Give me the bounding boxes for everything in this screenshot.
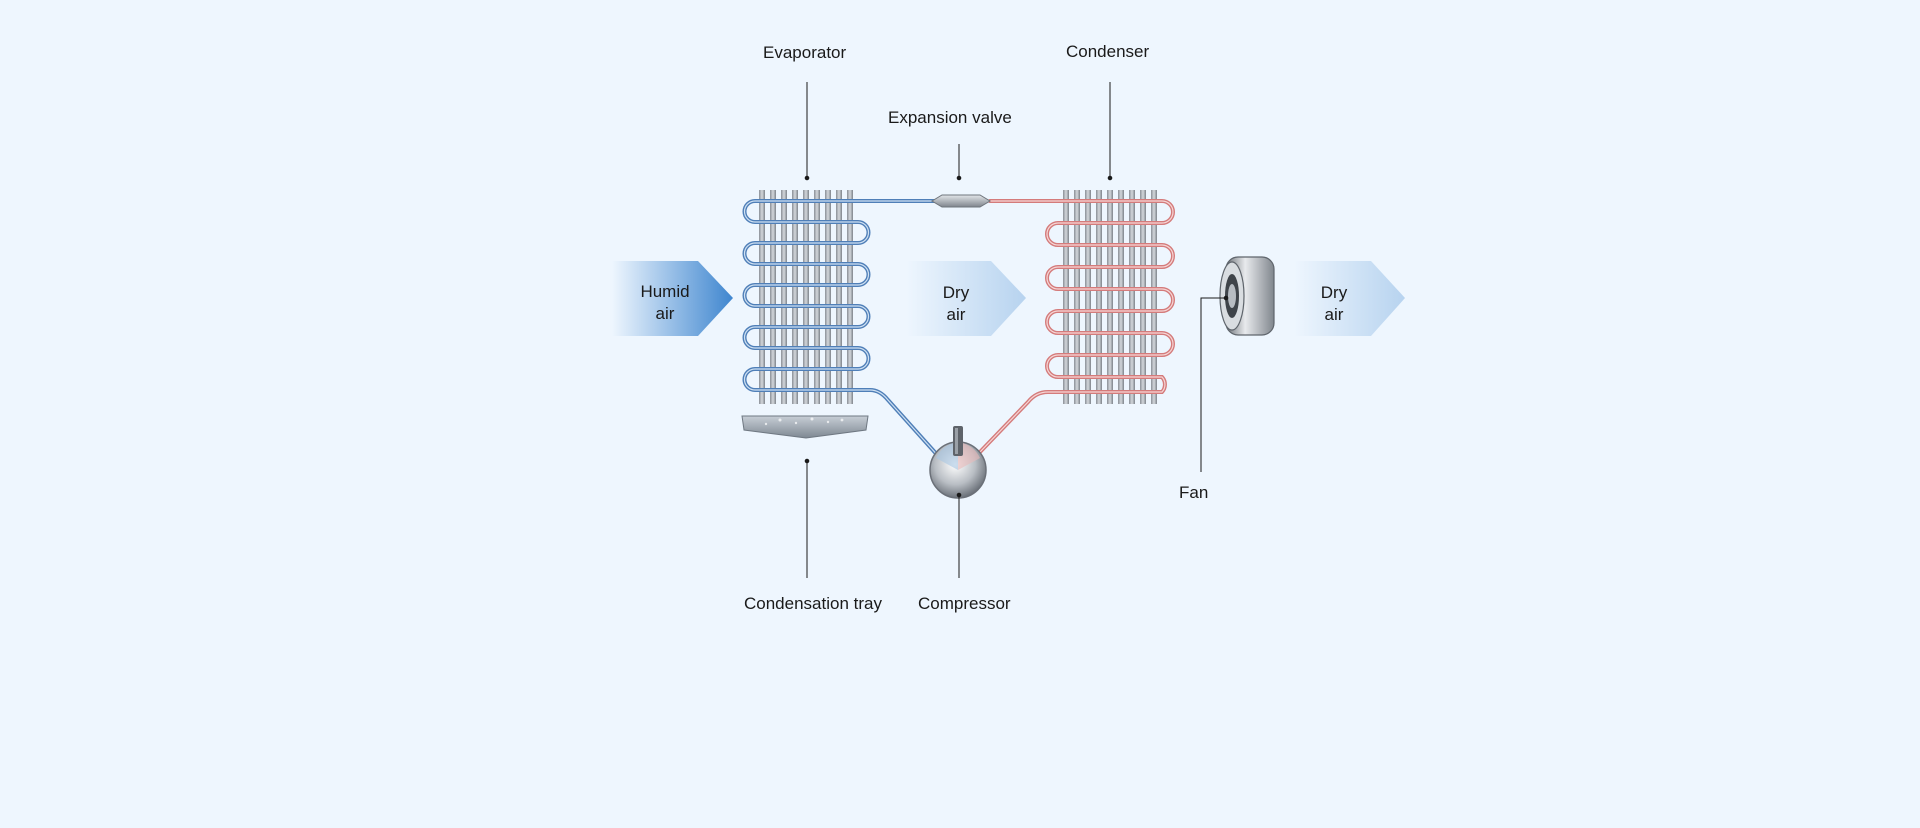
condenser-fins xyxy=(1063,190,1157,404)
humid-air-arrow xyxy=(612,261,733,336)
dry-air-arrow-1 xyxy=(906,261,1026,336)
expansion-valve xyxy=(931,194,991,208)
dry-air-2-line-2: air xyxy=(1324,305,1344,324)
humid-air-line-2: air xyxy=(655,304,675,323)
humid-air-label: Humid air xyxy=(625,281,705,325)
compressor xyxy=(929,426,987,499)
condensation-tray xyxy=(741,415,869,439)
dry-air-label-1: Dry air xyxy=(916,282,996,326)
dry-air-2-line-1: Dry xyxy=(1320,283,1348,302)
humid-air-line-1: Humid xyxy=(640,282,690,301)
condensation-tray-label: Condensation tray xyxy=(744,594,882,613)
dry-air-arrow-2 xyxy=(1294,261,1405,336)
dry-air-1-line-2: air xyxy=(946,305,966,324)
dry-air-label-2: Dry air xyxy=(1294,282,1374,326)
compressor-label: Compressor xyxy=(918,594,1011,613)
fan xyxy=(1219,256,1275,336)
leader-lines xyxy=(804,82,1229,578)
expansion-valve-label: Expansion valve xyxy=(888,108,1012,127)
dry-air-1-line-1: Dry xyxy=(942,283,970,302)
evaporator-fins xyxy=(759,190,853,404)
evaporator-label: Evaporator xyxy=(763,43,847,62)
condenser-label: Condenser xyxy=(1066,42,1150,61)
fan-label: Fan xyxy=(1179,483,1209,502)
